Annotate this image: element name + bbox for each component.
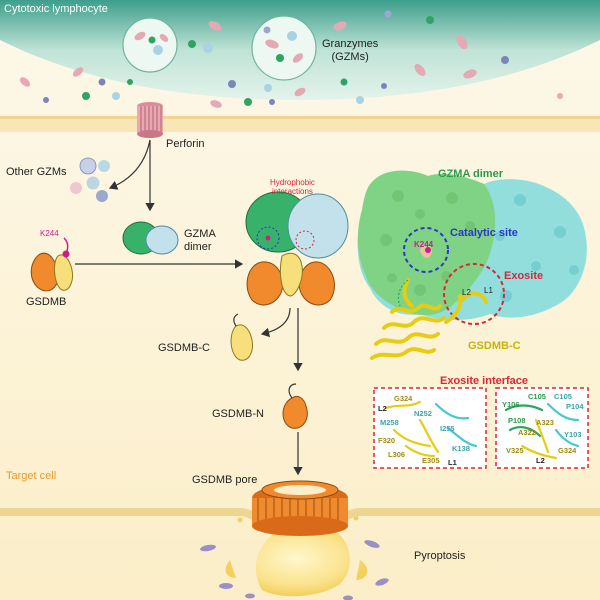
residue-c105-cyan: C105: [554, 392, 572, 401]
l2-structure-label: L2: [462, 288, 471, 297]
residue-g324-right: G324: [558, 446, 577, 455]
residue-f320: F320: [378, 436, 396, 445]
released-granzymes: [19, 56, 563, 108]
exosite-interface-title: Exosite interface: [440, 375, 529, 387]
target-membrane: [0, 118, 600, 132]
residue-n252: N252: [414, 409, 432, 418]
gzma-dimer-icon: [122, 221, 179, 255]
residue-l2-right: L2: [536, 456, 545, 465]
granzymes-label: Granzymes (GZMs): [322, 38, 379, 63]
exosite-left-panel: [373, 387, 487, 469]
residue-p104: P104: [566, 402, 584, 411]
pyroptosis-burst: [225, 520, 368, 597]
residue-i255: I255: [440, 424, 455, 433]
l1-structure-label: L1: [484, 286, 493, 295]
exosite-left-sticks: [384, 400, 478, 458]
residue-p108: P108: [508, 416, 526, 425]
free-granzymes: [188, 10, 468, 53]
gsdmb-n-label: GSDMB-N: [212, 408, 264, 420]
residue-y103: Y103: [564, 430, 582, 439]
gsdmb-n-fragment: [282, 383, 308, 429]
residue-c105-green: C105: [528, 392, 546, 401]
gsdmb-c-fragment: [230, 313, 253, 361]
exosite-label: Exosite: [504, 270, 544, 282]
gsdmb-protein: [30, 237, 73, 292]
arrow-to-gsdmb-c: [260, 307, 291, 338]
gsdmb-c-structure-label: GSDMB-C: [468, 340, 521, 352]
granule-vesicle-2: [251, 15, 317, 81]
k244-structure-label: K244: [414, 240, 434, 249]
gsdmb-label: GSDMB: [26, 296, 67, 308]
residue-l2: L2: [378, 404, 387, 413]
residue-y106: Y106: [502, 400, 520, 409]
residue-g324: G324: [394, 394, 413, 403]
gsdmb-pore: [252, 480, 348, 536]
residue-m258: M258: [380, 418, 399, 427]
catalytic-site-label: Catalytic site: [450, 227, 518, 239]
gsdmb-c-pathway-label: GSDMB-C: [158, 342, 210, 354]
residue-a322: A322: [518, 428, 536, 437]
catalytic-site-marker: [403, 227, 449, 273]
structure-surface: [357, 170, 587, 360]
gsdmb-c-ribbon: [370, 278, 488, 360]
residue-e305: E305: [422, 456, 440, 465]
hydrophobic-label: Hydrophobic interactions: [270, 178, 315, 196]
gsdmb-pore-label: GSDMB pore: [192, 474, 258, 486]
residue-a323: A323: [536, 418, 554, 427]
arrow-to-other-gzms: [108, 139, 151, 190]
perforin-label: Perforin: [166, 138, 205, 150]
gzma-dimer-structure-label: GZMA dimer: [438, 168, 503, 180]
target-cell-label: Target cell: [6, 470, 57, 482]
gzma-gsdmb-complex: [245, 191, 349, 306]
lymphocyte-label: Cytotoxic lymphocyte: [4, 3, 108, 15]
residue-k138: K138: [452, 444, 470, 453]
other-gzms-cluster: [70, 157, 110, 202]
perforin-pore: [137, 102, 163, 138]
pyroptosis-label: Pyroptosis: [414, 550, 466, 562]
other-gzms-label: Other GZMs: [6, 166, 67, 178]
residue-v325: V325: [506, 446, 524, 455]
exosite-right-sticks: [504, 402, 580, 460]
k244-pathway-label: K244: [40, 229, 59, 238]
exosite-marker: [443, 263, 505, 325]
residue-l1: L1: [448, 458, 457, 467]
gzma-dimer-label: GZMA dimer: [184, 228, 216, 253]
residue-l306: L306: [388, 450, 406, 459]
granule-vesicle-1: [122, 17, 178, 73]
